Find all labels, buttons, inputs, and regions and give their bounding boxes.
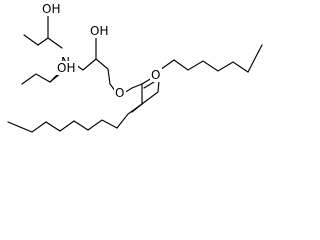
hydroxyl-label-lower: OH: [57, 61, 75, 75]
chemical-structure: OH OH N OH O O: [7, 2, 263, 133]
atom-labels: OH OH N OH O O: [41, 2, 162, 100]
carbonyl-oxygen-label: O: [151, 68, 160, 82]
bond-lines: [7, 15, 263, 133]
hydroxyl-label-middle: OH: [90, 24, 108, 38]
hydroxyl-label-top: OH: [42, 2, 60, 16]
ester-oxygen-label: O: [115, 86, 124, 100]
